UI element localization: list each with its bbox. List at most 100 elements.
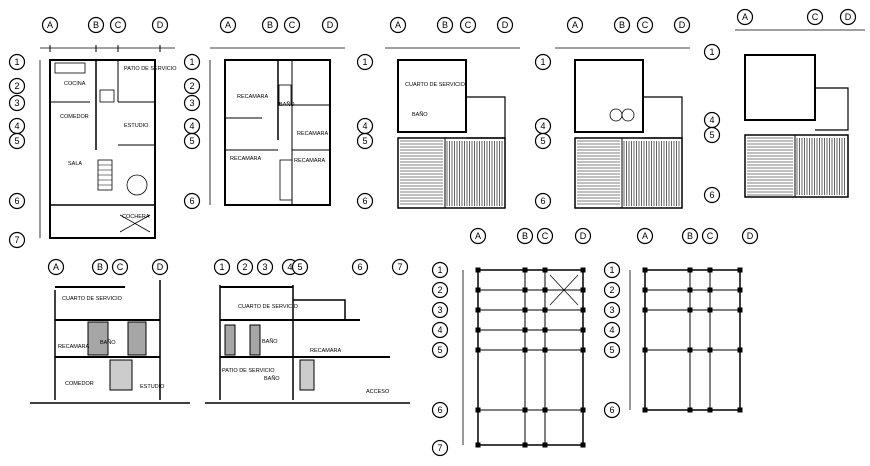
column-marker — [687, 307, 693, 313]
label-cuarto-servicio-section-2: CUARTO DE SERVICIO — [238, 304, 299, 310]
axis-label: 4 — [540, 121, 545, 131]
axis-bubble-4-2: D — [839, 8, 857, 26]
label-recamara-left: RECAMARA — [230, 156, 262, 162]
axis-bubble-1-3: D — [321, 16, 339, 34]
axis-label: D — [327, 20, 334, 30]
axis-label: C — [117, 262, 124, 272]
axis-bubble-0-3: D — [151, 16, 169, 34]
axis-label: D — [679, 20, 686, 30]
column-marker — [542, 287, 548, 293]
axis-number-1-3: 4 — [183, 117, 201, 135]
axis-label: C — [542, 231, 549, 241]
axis-label: D — [580, 231, 587, 241]
axis-number-0-3: 4 — [8, 117, 26, 135]
label-estudio-section: ESTUDIO — [140, 384, 165, 390]
column-marker — [475, 347, 481, 353]
axis-bubble-1-0: A — [219, 16, 237, 34]
axis-bubble-2-2: C — [459, 16, 477, 34]
column-marker — [542, 267, 548, 273]
column-marker — [642, 287, 648, 293]
axis-label: 7 — [397, 262, 402, 272]
axis-label: 5 — [14, 136, 19, 146]
axis-number-3-2: 5 — [534, 132, 552, 150]
axis-label: D — [157, 20, 164, 30]
axis-label: 4 — [287, 262, 292, 272]
column-marker — [687, 287, 693, 293]
roof-2-hatch — [577, 140, 680, 206]
roof-1-hatch — [400, 140, 503, 206]
axis-label: D — [502, 20, 509, 30]
axis-number-5-2: 3 — [431, 301, 449, 319]
column-marker — [580, 442, 586, 448]
label-bano-upper-section: BAÑO — [262, 338, 278, 345]
column-marker — [475, 267, 481, 273]
axis-bubble-6-2: C — [536, 227, 554, 245]
column-marker — [642, 267, 648, 273]
label-bano-section: BAÑO — [100, 339, 116, 346]
column-marker — [580, 327, 586, 333]
label-bano: BAÑO — [279, 101, 295, 108]
column-marker — [687, 267, 693, 273]
axis-label: 3 — [437, 305, 442, 315]
roof-plan-1 — [385, 47, 520, 209]
axis-bubble-0-2: C — [109, 16, 127, 34]
section-axis-6: 7 — [391, 258, 409, 276]
roof-plan-3 — [735, 29, 865, 198]
axis-bubble-7-3: D — [741, 227, 759, 245]
axis-label: D — [157, 262, 164, 272]
axis-number-6-4: 5 — [603, 341, 621, 359]
column-marker — [475, 307, 481, 313]
column-markers — [475, 267, 743, 448]
axis-bubble-3-0: A — [566, 16, 584, 34]
axis-label: 1 — [189, 57, 194, 67]
axis-number-1-4: 5 — [183, 132, 201, 150]
column-marker — [475, 407, 481, 413]
axis-label: A — [572, 20, 578, 30]
axis-label: A — [475, 231, 481, 241]
axis-label: B — [97, 262, 103, 272]
axis-number-1-0: 1 — [183, 53, 201, 71]
ground-floor-labels: PATIO DE SERVICIO COCINA COMEDOR ESTUDIO… — [60, 66, 177, 220]
axis-bubble-5-3: D — [151, 258, 169, 276]
axis-label: 1 — [540, 57, 545, 67]
column-marker — [522, 442, 528, 448]
column-marker — [580, 267, 586, 273]
label-patio-servicio-section: PATIO DE SERVICIO — [222, 368, 275, 374]
label-acceso: ACCESO — [366, 389, 390, 395]
column-marker — [542, 407, 548, 413]
column-marker — [687, 407, 693, 413]
axis-number-0-4: 5 — [8, 132, 26, 150]
column-marker — [707, 287, 713, 293]
label-cochera: COCHERA — [122, 214, 150, 220]
axis-label: B — [619, 20, 625, 30]
column-marker — [737, 407, 743, 413]
axis-bubble-7-1: B — [681, 227, 699, 245]
axis-number-5-5: 6 — [431, 401, 449, 419]
axis-number-1-2: 3 — [183, 94, 201, 112]
axis-label: 7 — [437, 443, 442, 453]
axis-label: B — [522, 231, 528, 241]
axis-label: B — [93, 20, 99, 30]
axis-label: 6 — [357, 262, 362, 272]
column-marker — [737, 307, 743, 313]
column-marker — [642, 407, 648, 413]
axis-label: B — [687, 231, 693, 241]
axis-bubble-7-0: A — [636, 227, 654, 245]
axis-number-6-1: 2 — [603, 281, 621, 299]
axis-label: 6 — [709, 190, 714, 200]
axis-label: 5 — [709, 130, 714, 140]
section-left-labels: CUARTO DE SERVICIO RECAMARA BAÑO COMEDOR… — [58, 296, 165, 390]
column-marker — [522, 267, 528, 273]
column-marker — [580, 307, 586, 313]
axis-label: C — [812, 12, 819, 22]
label-recamara-bottom: RECAMARA — [294, 158, 326, 164]
upper-floor-plan — [209, 47, 345, 206]
axis-bubble-3-1: B — [613, 16, 631, 34]
axis-label: 2 — [242, 262, 247, 272]
axis-number-2-1: 4 — [356, 117, 374, 135]
axis-bubble-4-1: C — [806, 8, 824, 26]
column-marker — [522, 287, 528, 293]
axis-bubble-5-2: C — [111, 258, 129, 276]
axis-label: 6 — [14, 196, 19, 206]
label-recamara-section: RECAMARA — [58, 344, 90, 350]
